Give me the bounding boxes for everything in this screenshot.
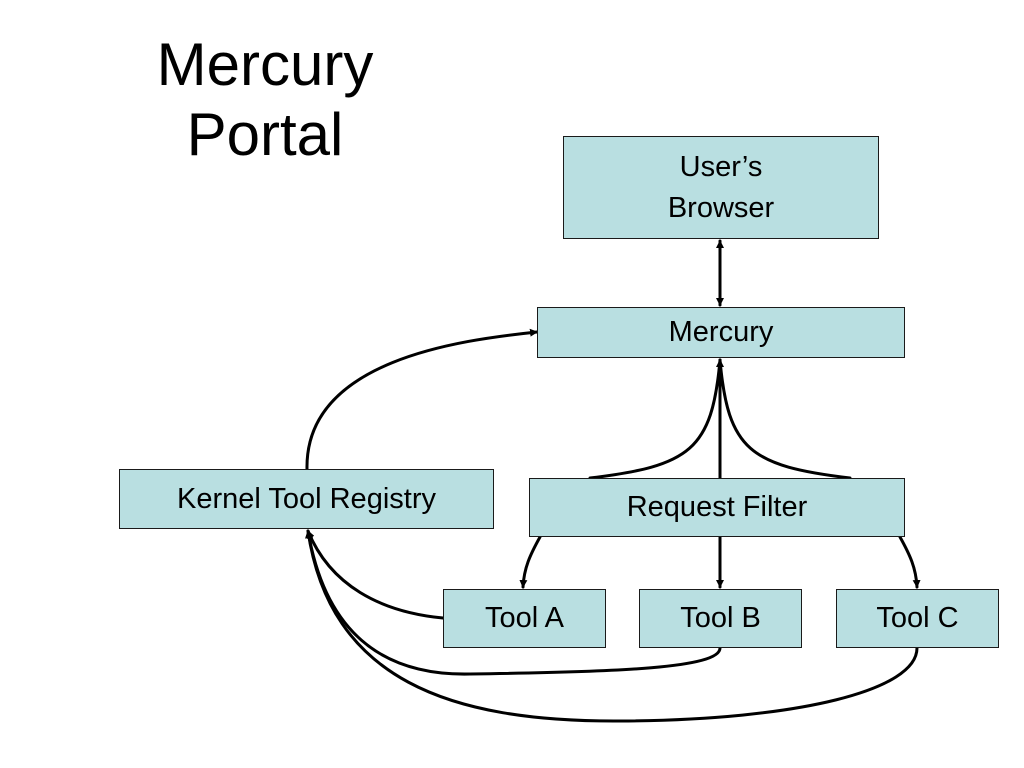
- node-users-browser-label-line-1: User’s: [679, 150, 763, 183]
- node-mercury-label: Mercury: [668, 316, 774, 348]
- node-tool-b: Tool B: [639, 589, 802, 648]
- edge-filter-tool-c: [898, 535, 921, 589]
- slide-title: Mercury Portal: [120, 30, 410, 170]
- edge-filter-tool-a: [519, 535, 542, 589]
- node-request-filter-label: Request Filter: [626, 491, 808, 523]
- node-tool-a-label: Tool A: [485, 602, 564, 634]
- node-kernel-tool-registry-label: Kernel Tool Registry: [177, 482, 436, 515]
- edge-filter-mercury-left: [588, 358, 722, 480]
- slide-title-line-1: Mercury: [156, 31, 374, 98]
- edge-registry-mercury: [305, 328, 539, 471]
- node-tool-a: Tool A: [443, 589, 606, 648]
- node-request-filter: Request Filter: [529, 478, 905, 537]
- node-kernel-tool-registry: Kernel Tool Registry: [119, 469, 494, 529]
- edge-tool-a-registry: [306, 529, 445, 620]
- node-tool-c: Tool C: [836, 589, 999, 648]
- node-tool-c-label: Tool C: [876, 602, 959, 634]
- edge-filter-mercury-right: [718, 358, 852, 480]
- node-tool-b-label: Tool B: [680, 602, 761, 634]
- node-mercury: Mercury: [537, 307, 905, 358]
- edge-tool-c-registry: [305, 529, 919, 723]
- node-users-browser-label-line-2: Browser: [667, 191, 775, 224]
- slide-title-line-2: Portal: [186, 101, 344, 168]
- node-users-browser: User’s Browser: [563, 136, 879, 239]
